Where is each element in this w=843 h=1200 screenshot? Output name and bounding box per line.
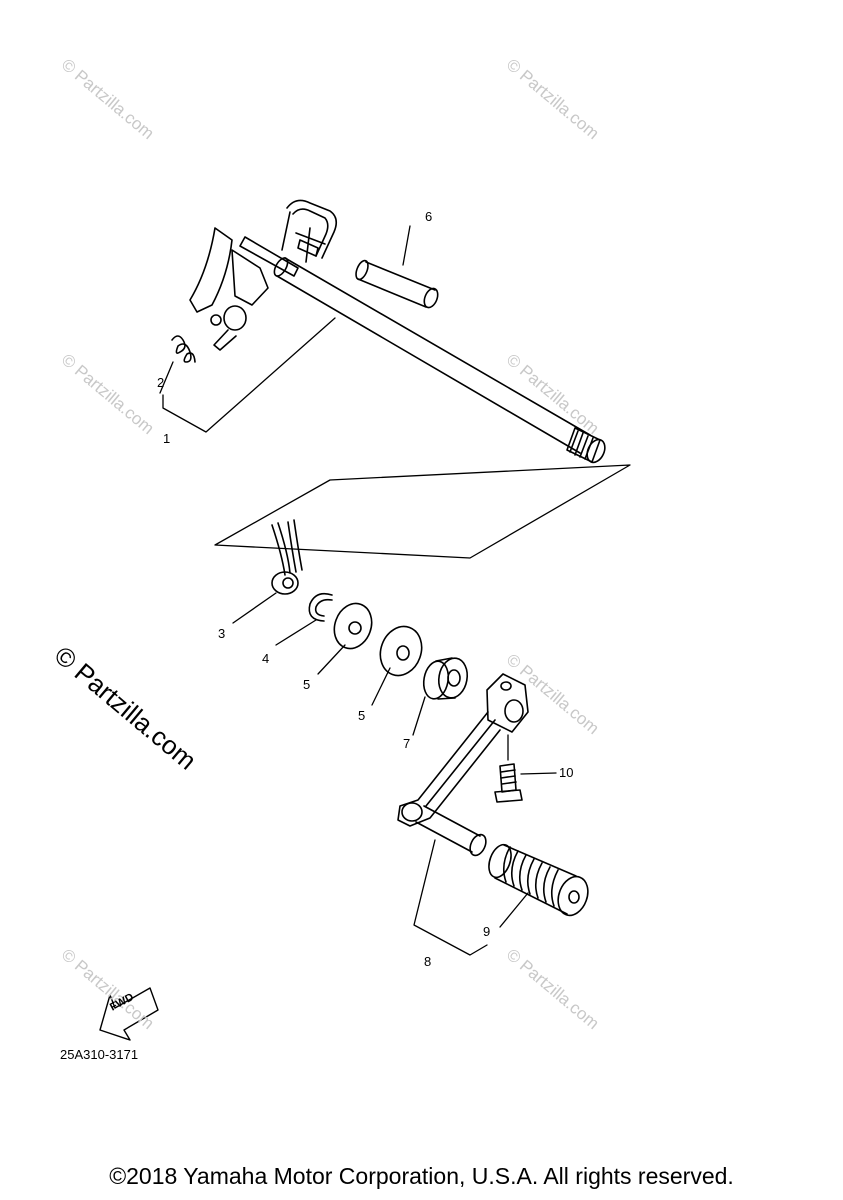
callout-10: 10 (559, 765, 574, 780)
callout-4: 4 (262, 651, 270, 666)
washer-part-5a (333, 602, 373, 650)
bushing-part-7 (422, 657, 469, 700)
pedal-rubber-part-9 (488, 843, 589, 917)
washer-part-5b (379, 625, 423, 677)
callout-9: 9 (483, 924, 491, 939)
circlip-part-4 (308, 592, 333, 622)
bolt-part-10 (494, 763, 523, 803)
leader-lines (159, 225, 631, 956)
callout-3: 3 (218, 626, 226, 641)
collar-part-6 (355, 259, 439, 309)
callout-1: 1 (163, 431, 171, 446)
shift-shaft (189, 199, 606, 464)
callout-6: 6 (425, 209, 433, 224)
callout-5b: 5 (358, 708, 366, 723)
fwd-arrow-icon (99, 987, 159, 1041)
callout-7: 7 (403, 736, 411, 751)
shift-pedal-part-8 (397, 673, 529, 857)
diagram-code: 25A310-3171 (60, 1047, 139, 1062)
callout-8: 8 (424, 954, 432, 969)
spring-part-2 (171, 335, 196, 363)
pin-part-3 (271, 519, 303, 595)
copyright-footer: ©2018 Yamaha Motor Corporation, U.S.A. A… (109, 1163, 734, 1189)
callout-5a: 5 (303, 677, 311, 692)
callout-2: 2 (157, 375, 165, 390)
